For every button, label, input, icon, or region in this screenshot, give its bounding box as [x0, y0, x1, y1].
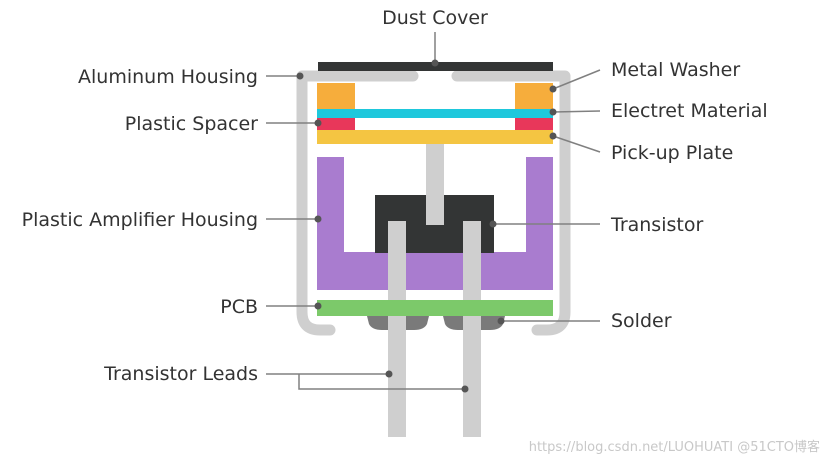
label-plastic-amplifier-housing: Plastic Amplifier Housing — [22, 209, 258, 231]
label-pcb: PCB — [220, 296, 258, 318]
dot-plastic-spacer — [314, 119, 322, 127]
dust-cover — [318, 62, 553, 71]
plastic-spacer-left — [317, 118, 355, 130]
dot-transistor — [489, 220, 497, 228]
dot-transistor-lead-right — [461, 385, 469, 393]
connector-post-inner — [426, 195, 444, 225]
metal-washer-right — [515, 83, 553, 109]
dot-plastic-amplifier-housing — [314, 215, 322, 223]
aluminum-housing — [296, 70, 571, 336]
label-electret-material: Electret Material — [611, 100, 768, 122]
plastic-spacer-right — [515, 118, 553, 130]
label-transistor-leads: Transistor Leads — [103, 363, 258, 385]
dot-pcb — [314, 302, 322, 310]
dot-metal-washer — [549, 85, 557, 93]
dot-pickup-plate — [549, 132, 557, 140]
leader-electret-material — [552, 110, 601, 113]
metal-washer-left — [317, 83, 355, 109]
label-solder: Solder — [611, 310, 672, 332]
lead-through-solder-left — [388, 316, 406, 330]
plastic-amplifier-housing — [317, 157, 553, 290]
label-plastic-spacer: Plastic Spacer — [125, 113, 258, 135]
aluminum-housing-wall-right — [451, 70, 571, 336]
aluminum-housing-wall — [296, 70, 419, 336]
dot-solder — [497, 317, 505, 325]
label-aluminum-housing: Aluminum Housing — [78, 66, 258, 88]
leader-lines — [266, 32, 601, 393]
leader-pickup-plate — [552, 135, 601, 153]
dot-aluminum-housing — [296, 72, 304, 80]
electret-material — [317, 109, 553, 118]
leader-metal-washer — [552, 69, 601, 90]
pickup-plate — [317, 130, 553, 144]
label-dust-cover: Dust Cover — [382, 7, 488, 29]
dot-dust-cover — [431, 59, 439, 67]
lead-through-solder-right — [463, 316, 481, 330]
label-metal-washer: Metal Washer — [611, 59, 740, 81]
watermark: https://blog.csdn.net/LUOHUATI @51CTO博客 — [529, 439, 820, 455]
label-pickup-plate: Pick-up Plate — [611, 142, 733, 164]
leader-transistor-leads — [266, 373, 465, 390]
pcb — [317, 300, 553, 316]
dot-electret-material — [549, 108, 557, 116]
dot-transistor-lead-left — [385, 370, 393, 378]
label-transistor: Transistor — [610, 214, 703, 236]
